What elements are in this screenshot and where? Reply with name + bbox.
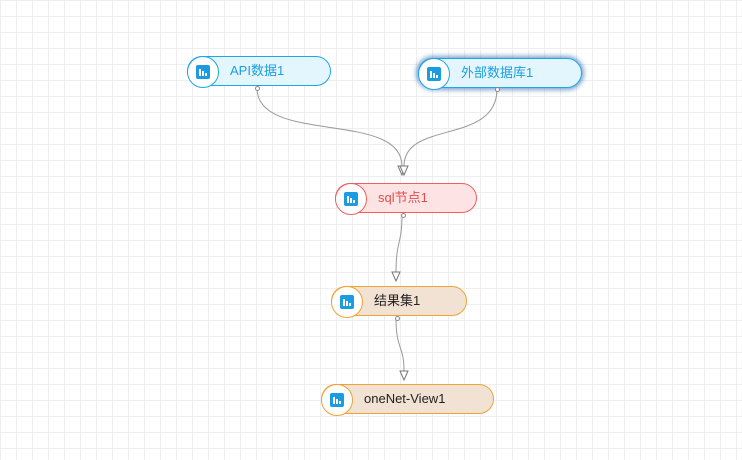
output-port[interactable] [255, 86, 260, 91]
edge-arrowhead [399, 165, 409, 177]
bar-chart-icon [418, 58, 450, 90]
node-label: sql节点1 [378, 190, 428, 205]
edge-arrowhead [391, 271, 401, 283]
node-sql[interactable]: sql节点1 [335, 183, 477, 218]
node-api-data[interactable]: API数据1 [187, 56, 331, 91]
bar-chart-icon [331, 286, 363, 318]
edge-db-to-sql[interactable] [403, 88, 498, 167]
bar-chart-icon [187, 56, 219, 88]
node-label: 结果集1 [374, 293, 421, 308]
node-external-db[interactable]: 外部数据库1 [418, 58, 582, 92]
output-port[interactable] [495, 87, 500, 92]
bar-chart-icon [335, 183, 367, 215]
node-label: oneNet-View1 [364, 391, 446, 406]
edge-result-to-view[interactable] [395, 317, 405, 372]
output-port[interactable] [395, 316, 400, 321]
edge-api-to-sql[interactable] [256, 87, 403, 167]
edge-sql-to-result[interactable] [395, 214, 403, 273]
node-label: 外部数据库1 [461, 65, 534, 80]
edge-arrowhead [399, 370, 409, 382]
bar-chart-icon [321, 384, 353, 416]
node-label: API数据1 [230, 63, 285, 78]
node-result-set[interactable]: 结果集1 [331, 286, 467, 321]
node-onenet-view[interactable]: oneNet-View1 [321, 384, 494, 416]
edge-arrowhead [397, 165, 407, 177]
output-port[interactable] [401, 213, 406, 218]
